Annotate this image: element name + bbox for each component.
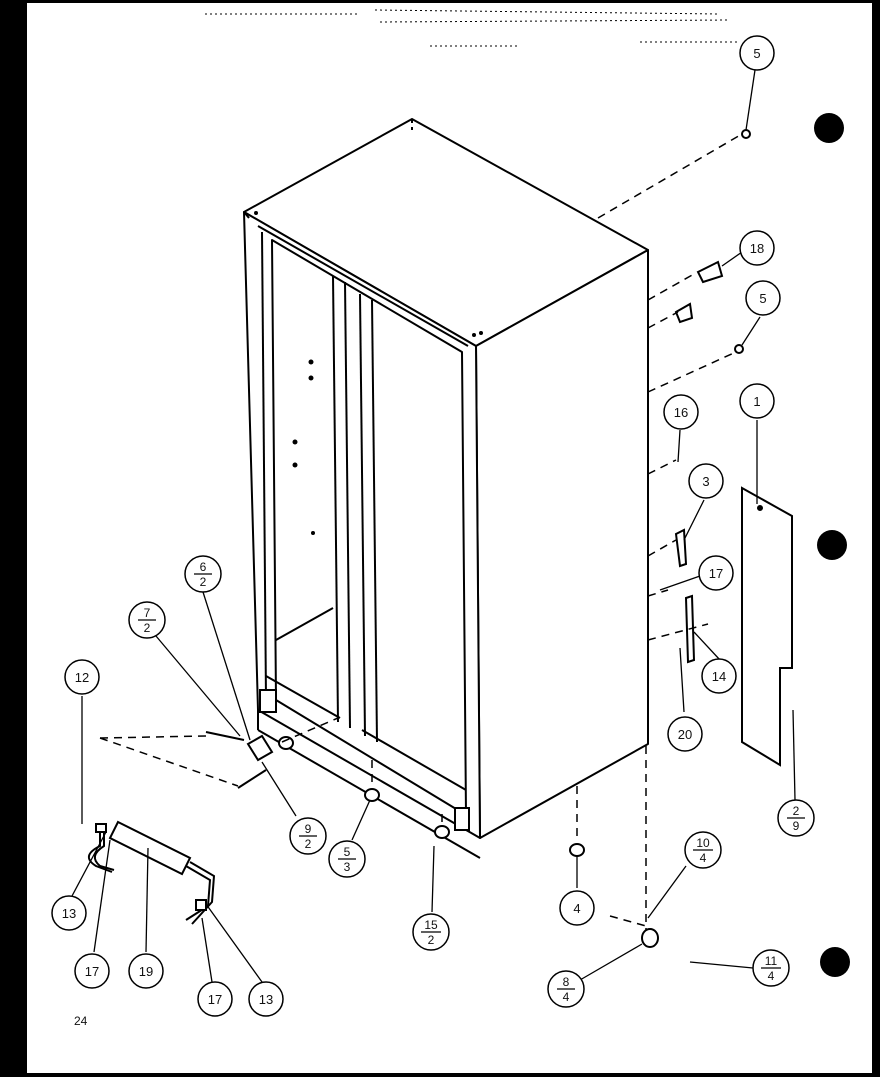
callout-3: 3 (688, 463, 724, 499)
svg-text:2: 2 (793, 804, 800, 818)
svg-text:13: 13 (62, 906, 76, 921)
callout-7-over-2: 7 2 (128, 601, 166, 639)
callout-17-right: 17 (698, 555, 734, 591)
callout-2-over-9: 2 9 (777, 799, 815, 837)
svg-text:1: 1 (753, 394, 760, 409)
callout-6-over-2: 6 2 (184, 555, 222, 593)
svg-text:11: 11 (765, 954, 778, 968)
callout-5-mid: 5 (745, 280, 781, 316)
callout-13-left: 13 (51, 895, 87, 931)
svg-text:16: 16 (674, 405, 688, 420)
callout-5-top: 5 (739, 35, 775, 71)
svg-text:17: 17 (208, 992, 222, 1007)
callout-18: 18 (739, 230, 775, 266)
rear-panel (741, 486, 793, 767)
svg-text:13: 13 (259, 992, 273, 1007)
svg-text:3: 3 (702, 474, 709, 489)
svg-text:8: 8 (563, 975, 570, 989)
svg-text:5: 5 (759, 291, 766, 306)
svg-text:12: 12 (75, 670, 89, 685)
svg-text:9: 9 (305, 822, 312, 836)
callout-17-left: 17 (74, 953, 110, 989)
scan-noise (205, 9, 740, 47)
assembly-lines (99, 133, 743, 930)
svg-text:4: 4 (563, 990, 570, 1004)
callout-8-over-4: 8 4 (547, 970, 585, 1008)
svg-text:10: 10 (696, 836, 710, 850)
callout-19: 19 (128, 953, 164, 989)
svg-text:19: 19 (139, 964, 153, 979)
hinge-hardware (205, 731, 274, 789)
svg-text:17: 17 (85, 964, 99, 979)
svg-text:20: 20 (678, 727, 692, 742)
svg-text:4: 4 (768, 969, 775, 983)
callout-14: 14 (701, 658, 737, 694)
callout-4: 4 (559, 890, 595, 926)
svg-text:18: 18 (750, 241, 764, 256)
callout-15-over-2: 15 2 (412, 913, 450, 951)
callout-12: 12 (64, 659, 100, 695)
callout-9-over-2: 9 2 (289, 817, 327, 855)
svg-text:2: 2 (144, 621, 151, 635)
leader-lines (71, 69, 796, 983)
callout-20: 20 (667, 716, 703, 752)
svg-text:3: 3 (344, 860, 351, 874)
callout-1: 1 (739, 383, 775, 419)
svg-text:9: 9 (793, 819, 800, 833)
svg-text:5: 5 (344, 845, 351, 859)
callout-11-over-4: 11 4 (752, 949, 790, 987)
svg-text:6: 6 (200, 560, 207, 574)
svg-text:2: 2 (200, 575, 207, 589)
binder-holes (814, 113, 850, 977)
callout-5-over-3: 5 3 (328, 840, 366, 878)
svg-text:5: 5 (753, 46, 760, 61)
svg-text:7: 7 (144, 606, 151, 620)
svg-text:4: 4 (700, 851, 707, 865)
callout-17-bottom: 17 (197, 981, 233, 1017)
svg-text:2: 2 (428, 933, 435, 947)
callout-13-bottom: 13 (248, 981, 284, 1017)
svg-text:17: 17 (709, 566, 723, 581)
cabinet-body (243, 118, 649, 859)
callout-16: 16 (663, 394, 699, 430)
svg-text:14: 14 (712, 669, 726, 684)
cabinet-details (254, 211, 483, 831)
svg-text:15: 15 (424, 918, 438, 932)
page-number: 24 (74, 1014, 88, 1028)
leveler-feet (278, 736, 659, 948)
callout-10-over-4: 10 4 (684, 831, 722, 869)
svg-text:4: 4 (573, 901, 580, 916)
svg-text:2: 2 (305, 837, 312, 851)
tube-assembly (88, 820, 216, 925)
